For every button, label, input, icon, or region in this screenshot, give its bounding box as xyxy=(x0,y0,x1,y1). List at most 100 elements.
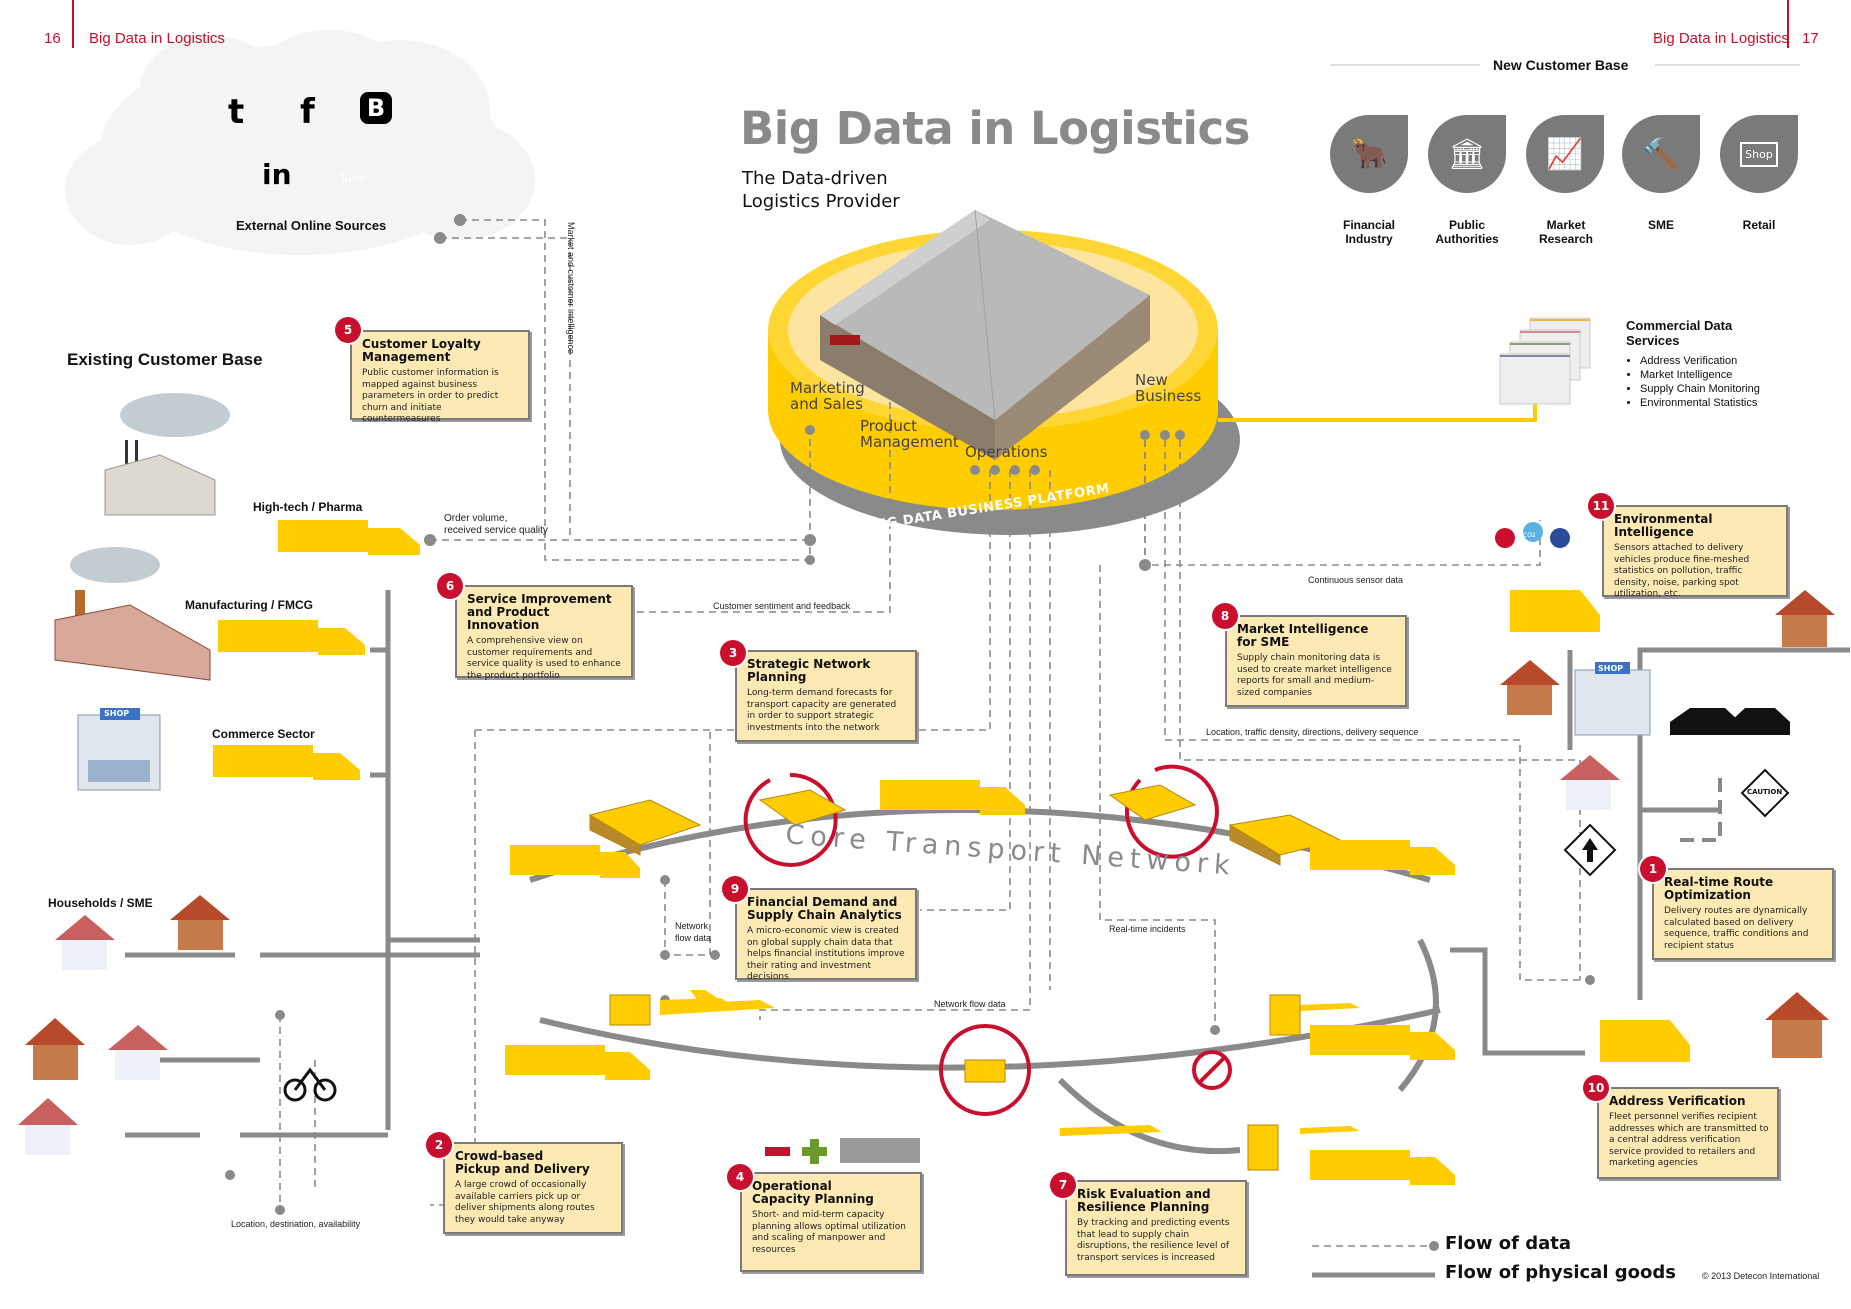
title-line2: Intelligence xyxy=(1614,525,1694,539)
chart-icon: 📈 xyxy=(1546,136,1584,172)
blogger-icon: B xyxy=(360,92,392,124)
use-case-badge-2: 2 xyxy=(426,1132,452,1158)
cds-title: Commercial Data Services xyxy=(1626,318,1760,348)
data-service-windows xyxy=(1499,317,1591,405)
segment-label-line2: Authorities xyxy=(1435,232,1499,246)
use-case-badge-10: 10 xyxy=(1583,1075,1609,1101)
title-line1: Market Intelligence xyxy=(1237,622,1369,636)
use-case-description: Short- and mid-term capacity planning al… xyxy=(752,1210,906,1255)
cds-list: Address Verification Market Intelligence… xyxy=(1626,354,1760,410)
title-line1: Real-time Route xyxy=(1664,875,1774,889)
commercial-data-services: Commercial Data Services Address Verific… xyxy=(1626,318,1760,410)
segment-label-line1: Financial xyxy=(1342,218,1395,232)
page-header-right: Big Data in Logistics xyxy=(1653,30,1789,47)
market-research-badge: 📈 xyxy=(1526,115,1604,193)
area-line1: Marketing xyxy=(790,379,865,397)
area-line1: Operations xyxy=(965,443,1048,461)
caution-sign-text: CAUTION xyxy=(1747,788,1783,796)
platform-area-operations: Operations xyxy=(965,444,1047,460)
segment-sme: SME xyxy=(1613,218,1709,232)
area-line1: Product xyxy=(860,417,917,435)
segment-high-tech-pharma: High-tech / Pharma xyxy=(253,500,363,514)
existing-customer-base-title: Existing Customer Base xyxy=(67,350,263,369)
flow-label-line: Network xyxy=(675,921,709,931)
page-subtitle: The Data-driven Logistics Provider xyxy=(742,167,900,213)
use-case-badge-5: 5 xyxy=(335,317,361,343)
capacity-icons xyxy=(765,1138,920,1164)
warehouse-icon xyxy=(820,209,1150,460)
title-line1: Financial Demand and xyxy=(747,895,898,909)
page-header-left: Big Data in Logistics xyxy=(89,30,225,47)
external-sources-cloud xyxy=(65,30,535,255)
area-line2: Business xyxy=(1135,387,1202,405)
caution-sign-icon xyxy=(1740,768,1790,818)
use-case-badge-4: 4 xyxy=(727,1164,753,1190)
title-line2: Capacity Planning xyxy=(752,1192,874,1206)
use-case-description: Supply chain monitoring data is used to … xyxy=(1237,653,1392,698)
external-sources-label: External Online Sources xyxy=(236,218,387,233)
use-case-description: Public customer information is mapped ag… xyxy=(362,368,499,424)
cds-item: Environmental Statistics xyxy=(1640,396,1760,410)
segment-label-line1: Retail xyxy=(1742,218,1776,232)
title-line2: Optimization xyxy=(1664,888,1751,902)
legend-data-flow: Flow of data xyxy=(1445,1233,1571,1254)
direction-sign-icon xyxy=(1563,823,1617,877)
use-case-badge-8: 8 xyxy=(1212,603,1238,629)
use-case-description: Long-term demand forecasts for transport… xyxy=(747,688,897,733)
cds-item: Address Verification xyxy=(1640,354,1760,368)
use-case-badge-1: 1 xyxy=(1640,856,1666,882)
flow-label-order-volume: Order volume,received service quality xyxy=(444,513,548,537)
cds-title-line2: Services xyxy=(1626,333,1680,348)
hammer-icon: 🔨 xyxy=(1642,136,1680,172)
physical-goods-lines xyxy=(125,590,1850,1138)
government-building-icon: 🏛 xyxy=(1447,136,1487,172)
page-number-left: 16 xyxy=(44,30,61,47)
shop-building-icon xyxy=(77,708,161,791)
title-line1: Environmental xyxy=(1614,512,1713,526)
factory-manufacturing-icon xyxy=(54,547,211,681)
use-case-description: By tracking and predicting events that l… xyxy=(1077,1218,1230,1263)
use-case-badge-9: 9 xyxy=(722,876,748,902)
page-marker-left xyxy=(72,0,74,48)
cds-item: Supply Chain Monitoring xyxy=(1640,382,1760,396)
data-flow-dots xyxy=(225,214,1595,1215)
page-title: Big Data in Logistics xyxy=(740,102,1250,155)
plane-icons xyxy=(660,990,1360,1136)
twitter-icon: t xyxy=(228,92,245,132)
segment-label-line1: Market xyxy=(1546,218,1586,232)
subtitle-line-2: Logistics Provider xyxy=(742,191,900,212)
title-line1: Crowd-based xyxy=(455,1149,544,1163)
title-line2: Supply Chain Analytics xyxy=(747,908,902,922)
cds-item: Market Intelligence xyxy=(1640,368,1760,382)
co2-sensor-text: CO2 xyxy=(1523,532,1536,539)
use-case-description: Sensors attached to delivery vehicles pr… xyxy=(1614,543,1750,599)
sme-badge: 🔨 xyxy=(1622,115,1700,193)
use-case-box-address-verification[interactable]: Address Verification Fleet personnel ver… xyxy=(1597,1087,1779,1179)
flow-label-realtime-incidents: Real-time incidents xyxy=(1109,924,1186,934)
segment-retail: Retail xyxy=(1711,218,1807,232)
use-case-badge-7: 7 xyxy=(1050,1172,1076,1198)
public-authorities-badge: 🏛 xyxy=(1428,115,1506,193)
shop-icon: Shop xyxy=(1740,141,1778,167)
data-flow-lines xyxy=(279,219,1590,1210)
